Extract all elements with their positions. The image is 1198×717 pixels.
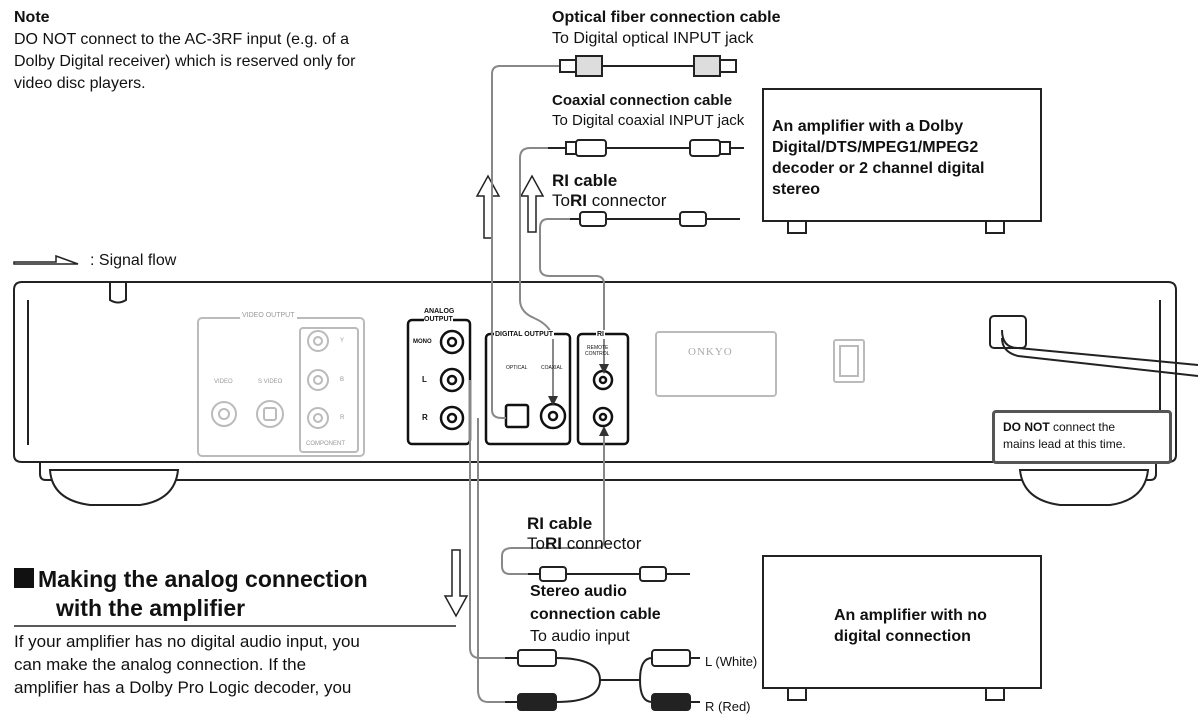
stereo-audio-cable [505, 649, 700, 711]
warning-line-2: mains lead at this time. [1003, 437, 1126, 451]
stereo-cable-target: To audio input [530, 628, 630, 645]
analog-output-label-2: OUTPUT [424, 316, 453, 324]
ri-cable-bottom [528, 566, 690, 582]
amplifier-digital-box [762, 88, 1042, 222]
optical-jack-label: OPTICAL [506, 365, 528, 371]
brand-logo: ONKYO [688, 346, 733, 358]
analog-output-label-1: ANALOG [424, 308, 455, 316]
amp-digital-line-3: decoder or 2 channel digital [772, 160, 985, 177]
optical-cable-target: To Digital optical INPUT jack [552, 30, 754, 47]
ri-logo: RI [544, 534, 562, 553]
pb-label: B [340, 377, 345, 383]
section-para-line-3: amplifier has a Dolby Pro Logic decoder,… [14, 678, 352, 697]
signal-flow-label: : Signal flow [90, 252, 177, 269]
upward-flow-arrows [475, 174, 545, 239]
y-label: Y [340, 338, 345, 344]
ri-cable-top-target: ToRI connector [552, 191, 667, 210]
coaxial-cable-title: Coaxial connection cable [552, 92, 733, 109]
section-para-line-2: can make the analog connection. If the [14, 655, 307, 674]
r-label: R [422, 413, 428, 422]
optical-cable-title: Optical fiber connection cable [552, 9, 781, 26]
section-para-line-1: If your amplifier has no digital audio i… [14, 632, 360, 651]
optical-cable [559, 55, 737, 77]
s-video-label: S VIDEO [258, 379, 283, 385]
downward-flow-arrow [443, 549, 469, 618]
remote-label-2: CONTROL [585, 351, 610, 357]
l-label: L [422, 375, 427, 384]
cable-arrowheads [548, 364, 609, 436]
amp-digital-line-2: Digital/DTS/MPEG1/MPEG2 [772, 139, 979, 156]
note-line-3: video disc players. [14, 75, 146, 92]
amp-digital-line-4: stereo [772, 181, 821, 198]
amp-digital-line-1: An amplifier with a Dolby [772, 118, 964, 135]
amp-analog-line-2: digital connection [834, 628, 971, 645]
stereo-cable-title-2: connection cable [530, 606, 661, 623]
section-heading-line-1: Making the analog connection [38, 566, 368, 592]
mains-lead [989, 315, 1198, 377]
note-line-2: Dolby Digital receiver) which is reserve… [14, 53, 356, 70]
pr-label: R [340, 415, 345, 421]
amp-analog-line-1: An amplifier with no [834, 607, 987, 624]
ri-jack-label: RI [596, 330, 605, 339]
video-output-label: VIDEO OUTPUT [240, 311, 297, 320]
player-feet [48, 469, 1150, 506]
coaxial-cable [548, 139, 744, 157]
note-line-1: DO NOT connect to the AC-3RF input (e.g.… [14, 31, 349, 48]
signal-flow-arrow-icon [13, 254, 79, 265]
stereo-right-label: R (Red) [705, 699, 751, 714]
section-heading-line-2: with the amplifier [56, 595, 246, 621]
video-label: VIDEO [214, 379, 233, 385]
note-title: Note [14, 9, 50, 26]
ri-logo: RI [569, 191, 587, 210]
ri-cable-top [570, 211, 740, 227]
component-label: COMPONENT [306, 441, 345, 447]
ri-cable-bottom-target: ToRI connector [527, 534, 642, 553]
stereo-left-label: L (White) [705, 654, 758, 669]
brand-plate [655, 331, 865, 397]
mains-warning-box: DO NOT connect the mains lead at this ti… [992, 410, 1172, 464]
ri-cable-top-title: RI cable [552, 171, 618, 190]
digital-output-label: DIGITAL OUTPUT [494, 330, 555, 339]
coaxial-jack-label: COAXIAL [541, 365, 563, 371]
cable-lines [469, 65, 605, 703]
section-bullet-square [14, 568, 34, 588]
ri-cable-bottom-title: RI cable [527, 514, 593, 533]
amplifier-analog-box [762, 555, 1042, 689]
mono-label: MONO [413, 339, 432, 345]
digital-output-jacks [484, 332, 572, 446]
coaxial-cable-target: To Digital coaxial INPUT jack [552, 112, 745, 129]
warning-line-1: DO NOT connect the [1003, 420, 1116, 434]
remote-label-1: REMOTE [587, 345, 609, 351]
stereo-cable-title-1: Stereo audio [530, 583, 627, 600]
